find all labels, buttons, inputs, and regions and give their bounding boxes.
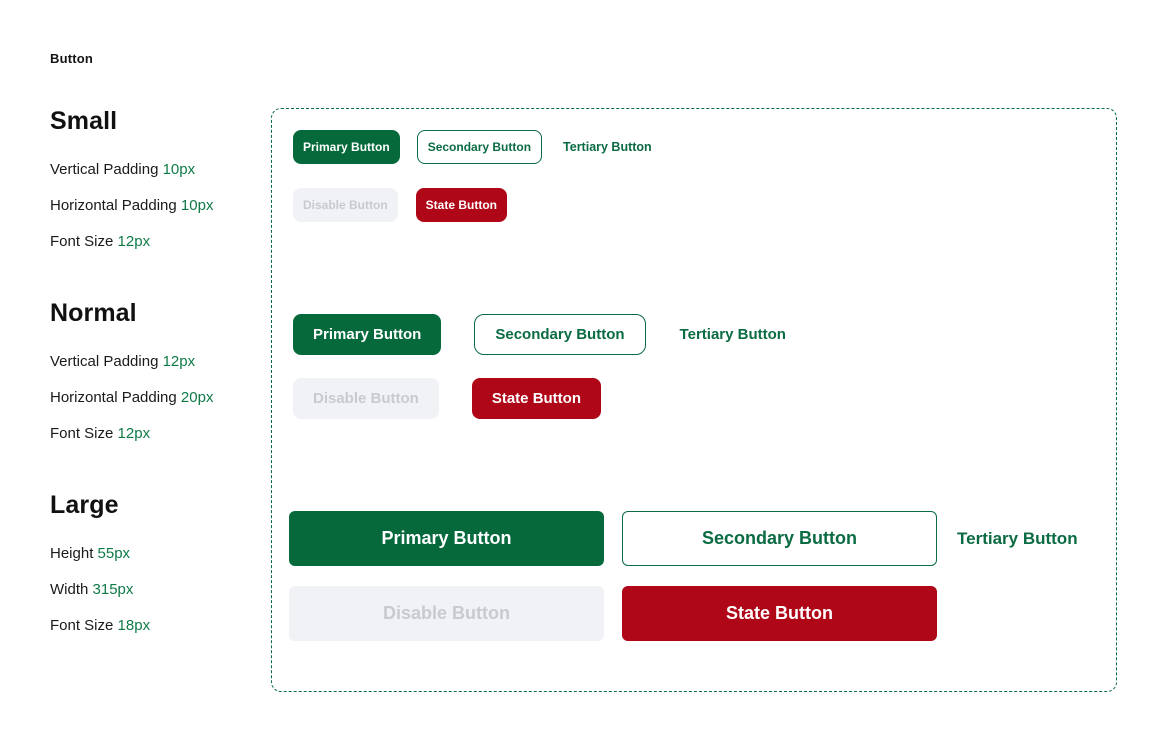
spec-row-large-width: Width 315px (50, 572, 280, 608)
spec-label: Width (50, 580, 89, 598)
spec-row-normal-vertical-padding: Vertical Padding 12px (50, 344, 280, 380)
spec-title-small: Small (50, 107, 118, 135)
button-showcase-panel: Primary Button Secondary Button Tertiary… (271, 108, 1117, 692)
spec-label: Horizontal Padding (50, 388, 177, 406)
large-primary-button[interactable]: Primary Button (289, 511, 604, 566)
spec-title-normal: Normal (50, 299, 137, 327)
spec-label: Horizontal Padding (50, 196, 177, 214)
normal-tertiary-button[interactable]: Tertiary Button (679, 326, 786, 343)
spec-value: 315px (92, 580, 134, 598)
normal-primary-button[interactable]: Primary Button (293, 314, 442, 355)
spec-row-normal-horizontal-padding: Horizontal Padding 20px (50, 380, 280, 416)
normal-disable-button: Disable Button (293, 378, 439, 419)
normal-buttons-row-2: Disable Button State Button (293, 378, 602, 419)
spec-value: 12px (117, 424, 151, 442)
spec-label: Font Size (50, 424, 114, 442)
spec-group-small: Small Vertical Padding 10px Horizontal P… (50, 107, 280, 260)
large-disable-button: Disable Button (289, 586, 604, 641)
large-state-button[interactable]: State Button (622, 586, 937, 641)
spec-label: Font Size (50, 616, 114, 634)
spec-value: 18px (117, 616, 151, 634)
spec-group-normal: Normal Vertical Padding 12px Horizontal … (50, 299, 280, 452)
spec-value: 55px (97, 544, 131, 562)
small-disable-button: Disable Button (293, 188, 398, 222)
spec-value: 20px (180, 388, 214, 406)
spec-row-small-horizontal-padding: Horizontal Padding 10px (50, 188, 280, 224)
spec-group-large: Large Height 55px Width 315px Font Size … (50, 491, 280, 644)
small-tertiary-button[interactable]: Tertiary Button (563, 140, 652, 154)
small-primary-button[interactable]: Primary Button (293, 130, 400, 164)
spec-label: Vertical Padding (50, 160, 159, 178)
spec-row-small-vertical-padding: Vertical Padding 10px (50, 152, 280, 188)
small-state-button[interactable]: State Button (415, 188, 507, 222)
spec-value: 10px (162, 160, 196, 178)
spec-label: Vertical Padding (50, 352, 159, 370)
small-secondary-button[interactable]: Secondary Button (416, 130, 543, 164)
large-tertiary-button[interactable]: Tertiary Button (957, 528, 1078, 548)
spec-row-small-font-size: Font Size 12px (50, 224, 280, 260)
spec-title-large: Large (50, 491, 119, 519)
small-buttons-row-1: Primary Button Secondary Button Tertiary… (293, 130, 652, 164)
large-buttons-row-1: Primary Button Secondary Button Tertiary… (289, 511, 1078, 566)
spec-row-large-font-size: Font Size 18px (50, 608, 280, 644)
spec-label: Font Size (50, 232, 114, 250)
normal-secondary-button[interactable]: Secondary Button (474, 314, 646, 355)
large-secondary-button[interactable]: Secondary Button (622, 511, 937, 566)
spec-value: 12px (162, 352, 196, 370)
spec-value: 10px (180, 196, 214, 214)
spec-row-large-height: Height 55px (50, 536, 280, 572)
spec-value: 12px (117, 232, 151, 250)
normal-state-button[interactable]: State Button (471, 378, 602, 419)
spec-label: Height (50, 544, 94, 562)
large-buttons-row-2: Disable Button State Button (289, 586, 937, 641)
small-buttons-row-2: Disable Button State Button (293, 188, 507, 222)
page-title: Button (50, 51, 94, 66)
normal-buttons-row-1: Primary Button Secondary Button Tertiary… (293, 314, 786, 355)
spec-row-normal-font-size: Font Size 12px (50, 416, 280, 452)
